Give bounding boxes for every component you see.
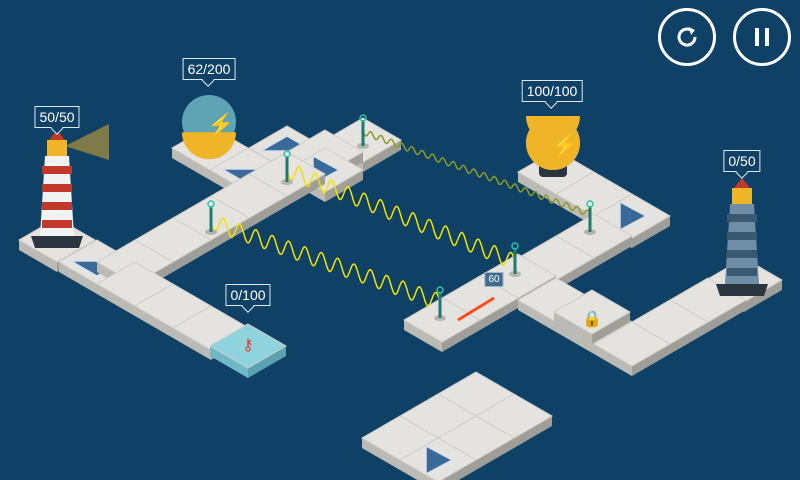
bulb-left-counter: 62/200 [182,58,236,80]
tile-side [556,258,594,290]
lighthouse-blue-tower[interactable] [725,204,759,284]
bulb-left-fill [182,132,236,160]
tile-side [442,320,480,352]
tile-side [325,170,363,202]
lock-icon: 🔒 [582,310,602,328]
tile-side [135,306,173,338]
tile-side [173,240,211,272]
laser-gate [457,296,495,322]
tile-side [556,322,594,354]
lighthouse-blue-base [716,284,768,296]
light-wave-faint [362,130,591,216]
lighthouse-red-counter: 50/50 [34,106,80,128]
tile-side [249,196,287,228]
emitter-tip [586,200,594,208]
lighthouse-red-stripe [42,184,72,192]
lighthouse-red-stripe [42,202,72,210]
tile-side [172,148,210,180]
lighthouse-red-lamp [47,140,67,156]
lighthouse-red-stripe [42,220,72,228]
tile-side [480,298,518,330]
emitter-tip [207,200,215,208]
emitter-tip [511,242,519,250]
tile-side [670,322,708,354]
mirror-triangle[interactable] [425,444,454,476]
tile-side [556,194,594,226]
lightning-icon: ⚡ [551,133,578,159]
tile-side [708,300,746,332]
lighthouse-red-base [31,236,83,248]
tile-side [287,174,325,206]
bulb-right-counter: 100/100 [521,80,583,102]
pause-button[interactable] [733,8,791,66]
emitter-tip [283,150,291,158]
tile-side [173,328,211,360]
lightning-icon: ⚡ [207,112,234,138]
tile-side [592,312,630,344]
tile-side [518,300,556,332]
tile-side [362,438,400,470]
tile-side [554,312,592,344]
tile-side [632,216,670,248]
tile-side [363,140,401,172]
mirror-triangle[interactable] [619,200,648,232]
key-tile-counter: 0/100 [225,284,271,306]
light-wave [286,166,516,266]
tile-side [19,240,57,272]
lighthouse-red-tower[interactable] [40,156,74,236]
light-wave [210,217,441,307]
tile-side [594,236,632,268]
lighthouse-blue-lamp [732,188,752,204]
tile-side [59,262,97,294]
floor-tile [593,321,671,367]
lighthouse-blue-stripe [727,232,757,240]
pause-icon [755,28,769,46]
tile-side [97,284,135,316]
lighthouse-blue-stripe [727,268,757,276]
tile-side [404,320,442,352]
lighthouse-blue-stripe [727,250,757,258]
lock-block[interactable] [553,289,631,335]
restart-icon [677,27,697,47]
lighthouse-red-roof [49,130,65,140]
key-tile[interactable] [209,323,287,369]
tile-side [632,344,670,376]
key-icon: ⚷ [242,337,254,354]
bulb-right-fill [526,116,580,170]
emitter-tip [436,286,444,294]
tile-side [248,346,286,378]
lighthouse-blue-roof [734,178,750,188]
tile-side [514,416,552,448]
lighthouse-red-beam [65,124,109,160]
emitter-tip [359,114,367,122]
tile-side [594,344,632,376]
tile-side [476,438,514,470]
restart-button[interactable] [658,8,716,66]
tile-side [210,346,248,378]
lighthouse-blue-counter: 0/50 [723,150,761,172]
gate-counter: 60 [484,272,504,287]
lighthouse-red-stripe [42,166,72,174]
lighthouse-blue-stripe [727,214,757,222]
